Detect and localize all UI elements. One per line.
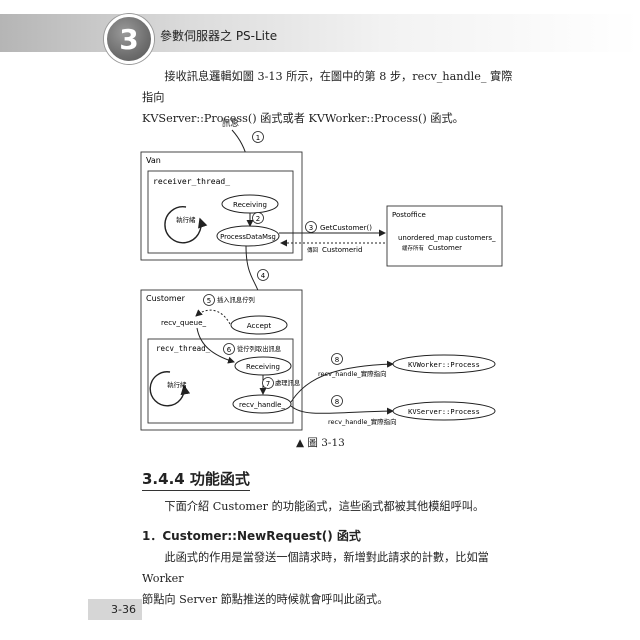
exec-loop-icon-2 — [149, 371, 191, 407]
points-to-kvserver-arrow — [290, 405, 394, 415]
section-title: 3.4.4 功能函式 — [142, 468, 250, 491]
step-1-circle — [252, 131, 264, 143]
step-1-label: 1 — [256, 134, 260, 142]
kvworker-label: KVWorker::Process — [408, 361, 480, 369]
take-from-queue-label: 從佇列取出訊息 — [237, 344, 281, 353]
figure-caption: ▲ 圖 3-13 — [296, 437, 345, 449]
step-8b-label: 8 — [335, 398, 339, 406]
receiving-label: Receiving — [233, 201, 267, 209]
step-8a-circle — [331, 353, 343, 365]
get-customer-label: GetCustomer() — [320, 224, 372, 232]
insert-queue-label: 插入訊息佇列 — [217, 295, 255, 304]
step-6-label: 6 — [227, 346, 232, 354]
page-number: 3-36 — [88, 599, 142, 620]
step-8b-circle — [331, 395, 343, 407]
intro-line-2: KVServer::Process() 函式或者 KVWorker::Proce… — [142, 112, 464, 125]
section-intro-line: 下面介紹 Customer 的功能函式，這些函式都被其他模組呼叫。 — [164, 500, 485, 513]
exec-label-2: 執行緒 — [167, 380, 187, 389]
step-7-circle — [262, 377, 274, 389]
chapter-header: 3 參數伺服器之 PS-Lite — [0, 0, 640, 70]
section-intro: 下面介紹 Customer 的功能函式，這些函式都被其他模組呼叫。 — [142, 496, 514, 517]
exec-label-1: 執行緒 — [176, 215, 196, 224]
subsection-line-2: 節點向 Server 節點推送的時候就會呼叫此函式。 — [142, 593, 389, 606]
step-4-label: 4 — [261, 272, 266, 280]
receiving-label-2: Receiving — [246, 363, 280, 371]
step-7-label: 7 — [266, 380, 270, 388]
process-data-msg-node — [216, 225, 280, 247]
kvserver-label: KVServer::Process — [408, 408, 480, 416]
process-data-msg-label: ProcessDataMsg — [220, 233, 276, 241]
cache-prefix: 緩存所有 — [402, 244, 425, 252]
points-to-kvworker-arrow — [290, 360, 394, 403]
insert-queue-arrow — [195, 309, 231, 325]
take-from-queue-arrow — [196, 327, 235, 364]
recv-handle-node — [232, 394, 292, 414]
accept-node — [230, 315, 288, 335]
recv-handle-label: recv_handle_ — [239, 401, 285, 409]
intro-line-1: 接收訊息邏輯如圖 3-13 所示，在圖中的第 8 步，recv_handle_ … — [142, 70, 513, 104]
points-to-label-2: recv_handle_實際指向 — [328, 417, 397, 426]
receiver-thread-label: receiver_thread_ — [153, 177, 230, 186]
message-label: 訊息 — [222, 118, 240, 129]
step-5-label: 5 — [207, 297, 211, 305]
return-prefix: 傳回 — [307, 246, 319, 254]
kvworker-node — [392, 354, 496, 374]
step-3-label: 3 — [309, 224, 313, 232]
handle-msg-label: 處理訊息 — [275, 378, 300, 387]
return-customerid-label: Customerid — [322, 246, 362, 254]
subsection-paragraph: 此函式的作用是當發送一個請求時，新增對此請求的計數，比如當 Worker 節點向… — [142, 547, 514, 610]
kvserver-node — [392, 401, 496, 421]
cache-label: Customer — [428, 244, 462, 252]
intro-paragraph: 接收訊息邏輯如圖 3-13 所示，在圖中的第 8 步，recv_handle_ … — [142, 66, 514, 129]
postoffice-box — [386, 205, 503, 267]
step-2-label: 2 — [256, 215, 260, 223]
step-3-circle — [305, 221, 317, 233]
recv-queue-label: recv_queue_ — [161, 318, 207, 327]
chapter-number-badge: 3 — [104, 14, 154, 64]
step-6-circle — [223, 343, 235, 355]
postoffice-label: Postoffice — [392, 211, 426, 219]
subsection-line-1: 此函式的作用是當發送一個請求時，新增對此請求的計數，比如當 Worker — [142, 551, 489, 585]
step-5-circle — [203, 294, 215, 306]
step-8a-label: 8 — [335, 356, 339, 364]
exec-loop-icon — [164, 206, 208, 244]
accept-label: Accept — [247, 321, 272, 330]
subsection-title: 1．Customer::NewRequest() 函式 — [142, 529, 361, 543]
recv-thread-label: recv_thread_ — [156, 344, 211, 353]
customer-label: Customer — [146, 294, 186, 303]
step-2-circle — [252, 212, 264, 224]
unordered-map-label: unordered_map customers_ — [398, 234, 496, 242]
step-4-circle — [257, 269, 269, 281]
chapter-title: 參數伺服器之 PS-Lite — [160, 29, 278, 43]
van-label: Van — [146, 156, 161, 165]
points-to-label-1: recv_handle_實際指向 — [318, 369, 387, 378]
